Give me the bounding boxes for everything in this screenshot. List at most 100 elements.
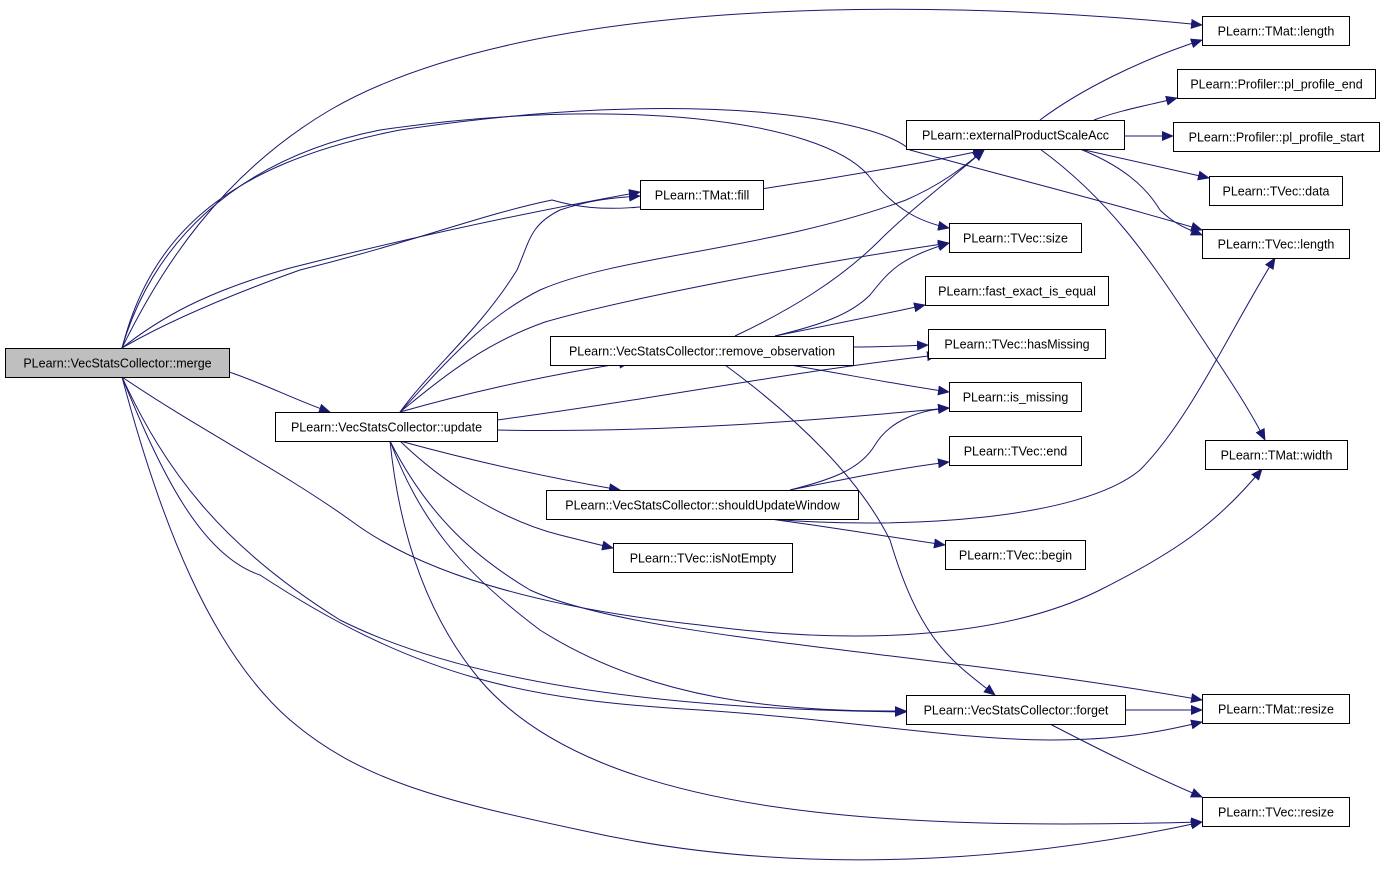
edge-forget-to-tvecresize (1049, 723, 1203, 798)
node-tvecresize[interactable]: PLearn::TVec::resize (1202, 797, 1350, 827)
node-box (925, 276, 1109, 306)
node-label: PLearn::TVec::hasMissing (944, 338, 1089, 352)
node-update[interactable]: PLearn::VecStatsCollector::update (275, 412, 498, 442)
edge-merge-to-tmatwidth (121, 376, 1263, 637)
node-label: PLearn::TVec::end (964, 445, 1068, 459)
edge-merge-to-forget (121, 376, 907, 717)
edge-update-to-fill (399, 191, 641, 413)
edge-merge-to-tvecresize (121, 376, 1203, 861)
node-box (546, 490, 859, 520)
node-label: PLearn::externalProductScaleAcc (922, 129, 1109, 143)
node-label: PLearn::Profiler::pl_profile_start (1189, 131, 1365, 145)
node-isnotempty[interactable]: PLearn::TVec::isNotEmpty (613, 543, 793, 573)
edge-extprod-to-profend (1093, 95, 1178, 121)
node-box (1209, 176, 1343, 206)
edge-merge-to-tvecsize (121, 113, 950, 349)
node-profstart[interactable]: PLearn::Profiler::pl_profile_start (1173, 122, 1380, 152)
node-label: PLearn::TVec::data (1222, 185, 1329, 199)
node-label: PLearn::VecStatsCollector::forget (924, 704, 1109, 718)
edge-should-to-tvecbegin (769, 518, 946, 549)
node-label: PLearn::TMat::length (1218, 25, 1335, 39)
node-fill[interactable]: PLearn::TMat::fill (640, 180, 764, 210)
node-box (613, 543, 793, 573)
node-label: PLearn::VecStatsCollector::shouldUpdateW… (565, 499, 840, 513)
edges-layer (121, 8, 1276, 861)
node-box (1202, 16, 1350, 46)
edge-update-to-should (399, 440, 621, 494)
node-box (1173, 122, 1380, 152)
edge-remove-to-extprod (734, 149, 985, 337)
edge-remove-to-tvecsize (774, 241, 950, 337)
node-label: PLearn::TVec::begin (959, 549, 1072, 563)
node-label: PLearn::is_missing (963, 391, 1069, 405)
edge-extprod-to-tmatlength (1039, 38, 1203, 121)
edge-update-to-tmatresize (389, 440, 1203, 704)
node-ismissing[interactable]: PLearn::is_missing (949, 382, 1082, 412)
node-box (640, 180, 764, 210)
edge-merge-to-update (228, 371, 331, 414)
node-box (949, 223, 1082, 253)
node-tvecsize[interactable]: PLearn::TVec::size (949, 223, 1082, 253)
node-label: PLearn::TVec::size (963, 232, 1068, 246)
node-tmatwidth[interactable]: PLearn::TMat::width (1205, 440, 1348, 470)
node-hasmissing[interactable]: PLearn::TVec::hasMissing (928, 329, 1106, 359)
node-tvecbegin[interactable]: PLearn::TVec::begin (945, 540, 1086, 570)
edge-update-to-isnotempty (399, 440, 614, 551)
node-box (275, 412, 498, 442)
node-tveclength[interactable]: PLearn::TVec::length (1202, 229, 1350, 259)
edge-merge-to-tmatresize (121, 376, 1203, 741)
node-box (906, 120, 1125, 150)
node-box (1205, 440, 1348, 470)
edge-update-to-extprod (399, 149, 985, 413)
edge-merge-to-tveclength (121, 108, 1203, 349)
node-merge[interactable]: PLearn::VecStatsCollector::merge (5, 348, 230, 378)
edge-should-to-tveclength (769, 257, 1276, 524)
node-box (550, 336, 854, 366)
node-label: PLearn::TMat::width (1221, 449, 1333, 463)
edge-update-to-tvecsize (399, 239, 950, 413)
edge-update-to-hasmissing (496, 351, 939, 421)
node-should[interactable]: PLearn::VecStatsCollector::shouldUpdateW… (546, 490, 859, 520)
node-box (949, 436, 1082, 466)
edge-update-to-forget (389, 440, 907, 717)
node-extprod[interactable]: PLearn::externalProductScaleAcc (906, 120, 1125, 150)
node-tvecend[interactable]: PLearn::TVec::end (949, 436, 1082, 466)
edge-merge-to-fill (121, 189, 641, 349)
edge-should-to-tvecend (789, 458, 950, 491)
node-forget[interactable]: PLearn::VecStatsCollector::forget (906, 695, 1126, 725)
edge-extprod-to-tveclength (1079, 148, 1203, 236)
edge-should-to-ismissing (789, 403, 950, 491)
node-box (906, 695, 1126, 725)
node-label: PLearn::TMat::resize (1218, 703, 1334, 717)
node-box (5, 348, 230, 378)
node-label: PLearn::TVec::length (1218, 238, 1335, 252)
edge-merge-to-tmatlength (121, 8, 1203, 349)
node-label: PLearn::TMat::fill (655, 189, 749, 203)
edge-update-to-remove (399, 358, 631, 413)
edge-remove-to-fastexact (774, 302, 926, 337)
node-label: PLearn::TVec::resize (1218, 806, 1334, 820)
node-tmatlength[interactable]: PLearn::TMat::length (1202, 16, 1350, 46)
node-fastexact[interactable]: PLearn::fast_exact_is_equal (925, 276, 1109, 306)
node-tvecdata[interactable]: PLearn::TVec::data (1209, 176, 1343, 206)
edge-remove-to-forget (724, 364, 996, 696)
node-remove[interactable]: PLearn::VecStatsCollector::remove_observ… (550, 336, 854, 366)
node-box (928, 329, 1106, 359)
edge-update-to-tvecresize (389, 440, 1203, 828)
nodes-layer: PLearn::VecStatsCollector::mergePLearn::… (5, 16, 1380, 827)
node-box (1202, 694, 1350, 724)
node-tmatresize[interactable]: PLearn::TMat::resize (1202, 694, 1350, 724)
node-label: PLearn::Profiler::pl_profile_end (1190, 78, 1362, 92)
node-label: PLearn::TVec::isNotEmpty (630, 552, 777, 566)
node-box (1177, 69, 1376, 99)
node-label: PLearn::VecStatsCollector::remove_observ… (569, 345, 835, 359)
node-box (945, 540, 1086, 570)
edge-remove-to-ismissing (789, 364, 950, 396)
node-label: PLearn::fast_exact_is_equal (938, 285, 1096, 299)
node-box (949, 382, 1082, 412)
edge-merge-to-extprod (121, 147, 985, 349)
node-profend[interactable]: PLearn::Profiler::pl_profile_end (1177, 69, 1376, 99)
edge-extprod-to-tvecdata (1079, 148, 1210, 181)
edge-remove-to-hasmissing (852, 340, 929, 351)
